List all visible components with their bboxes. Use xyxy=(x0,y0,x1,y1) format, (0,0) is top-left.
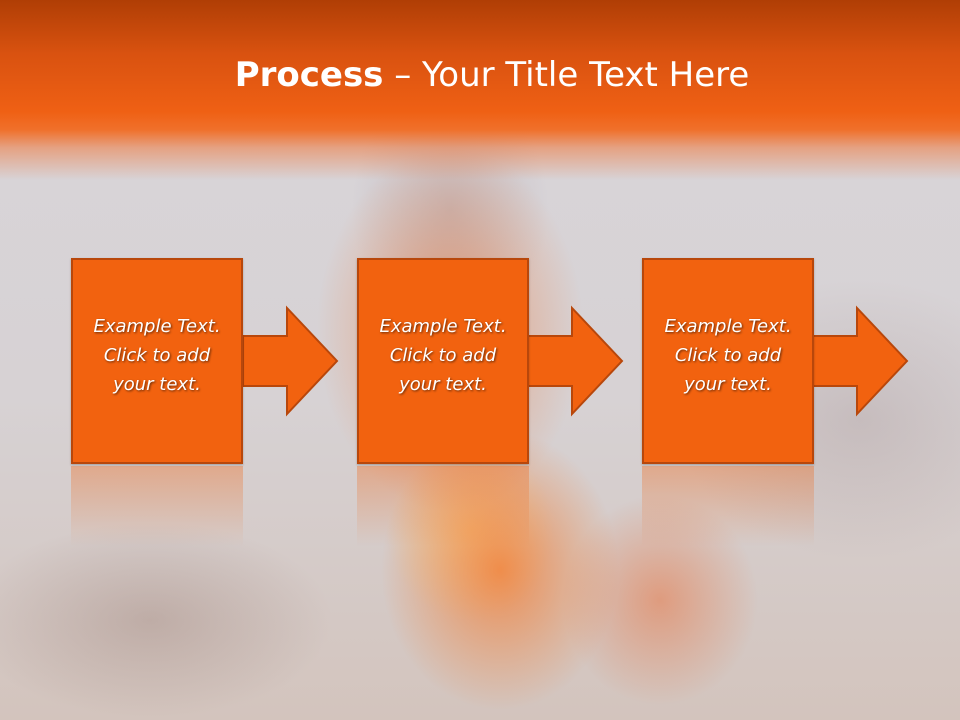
arrow-right-icon xyxy=(242,305,339,417)
process-step-3[interactable]: Example Text. Click to add your text. xyxy=(642,258,814,464)
process-step-1[interactable]: Example Text. Click to add your text. xyxy=(71,258,243,464)
step-2-reflection xyxy=(357,466,529,546)
arrow-right-icon xyxy=(812,305,909,417)
step-1-reflection xyxy=(71,466,243,546)
step-3-reflection xyxy=(642,466,814,546)
process-step-2[interactable]: Example Text. Click to add your text. xyxy=(357,258,529,464)
title-rest-text: – Your Title Text Here xyxy=(383,55,750,95)
arrow-right-icon xyxy=(527,305,624,417)
title-bold-text: Process xyxy=(234,55,384,95)
slide-title[interactable]: Process – Your Title Text Here xyxy=(0,55,960,95)
step-3-text[interactable]: Example Text. Click to add your text. xyxy=(664,316,792,395)
step-2-text[interactable]: Example Text. Click to add your text. xyxy=(379,316,507,395)
title-bar xyxy=(0,0,960,180)
step-1-text[interactable]: Example Text. Click to add your text. xyxy=(93,316,221,395)
